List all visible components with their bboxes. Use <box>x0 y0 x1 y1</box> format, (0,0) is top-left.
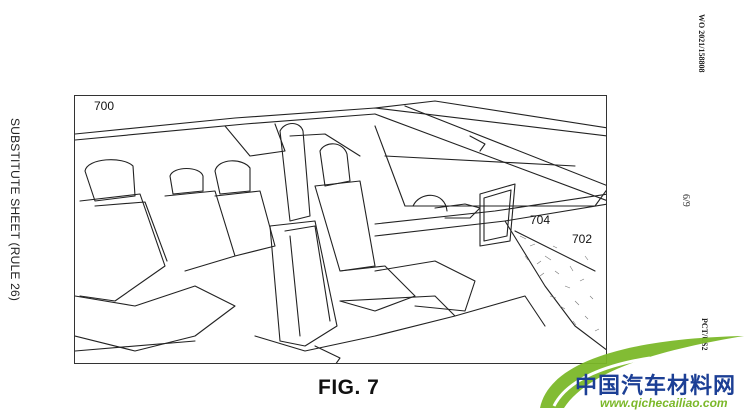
patent-drawing <box>74 95 607 364</box>
reference-numeral-700: 700 <box>94 99 115 113</box>
pct-application-label: PCT/US2 <box>700 318 709 351</box>
watermark-text: 中国汽车材料网 <box>575 374 737 399</box>
publication-number: WO 2021/158808 <box>697 14 706 73</box>
vehicle-interior-drawing <box>75 100 606 363</box>
watermark-logo-icon <box>540 336 744 408</box>
substitute-sheet-label: SUBSTITUTE SHEET (RULE 26) <box>8 118 22 302</box>
reference-numeral-702: 702 <box>572 232 593 246</box>
figure-caption: FIG. 7 <box>318 376 380 399</box>
reference-numeral-704: 704 <box>530 213 551 227</box>
watermark-url: www.qichecailiao.com <box>600 396 728 410</box>
page-number: 6/9 <box>680 194 691 207</box>
